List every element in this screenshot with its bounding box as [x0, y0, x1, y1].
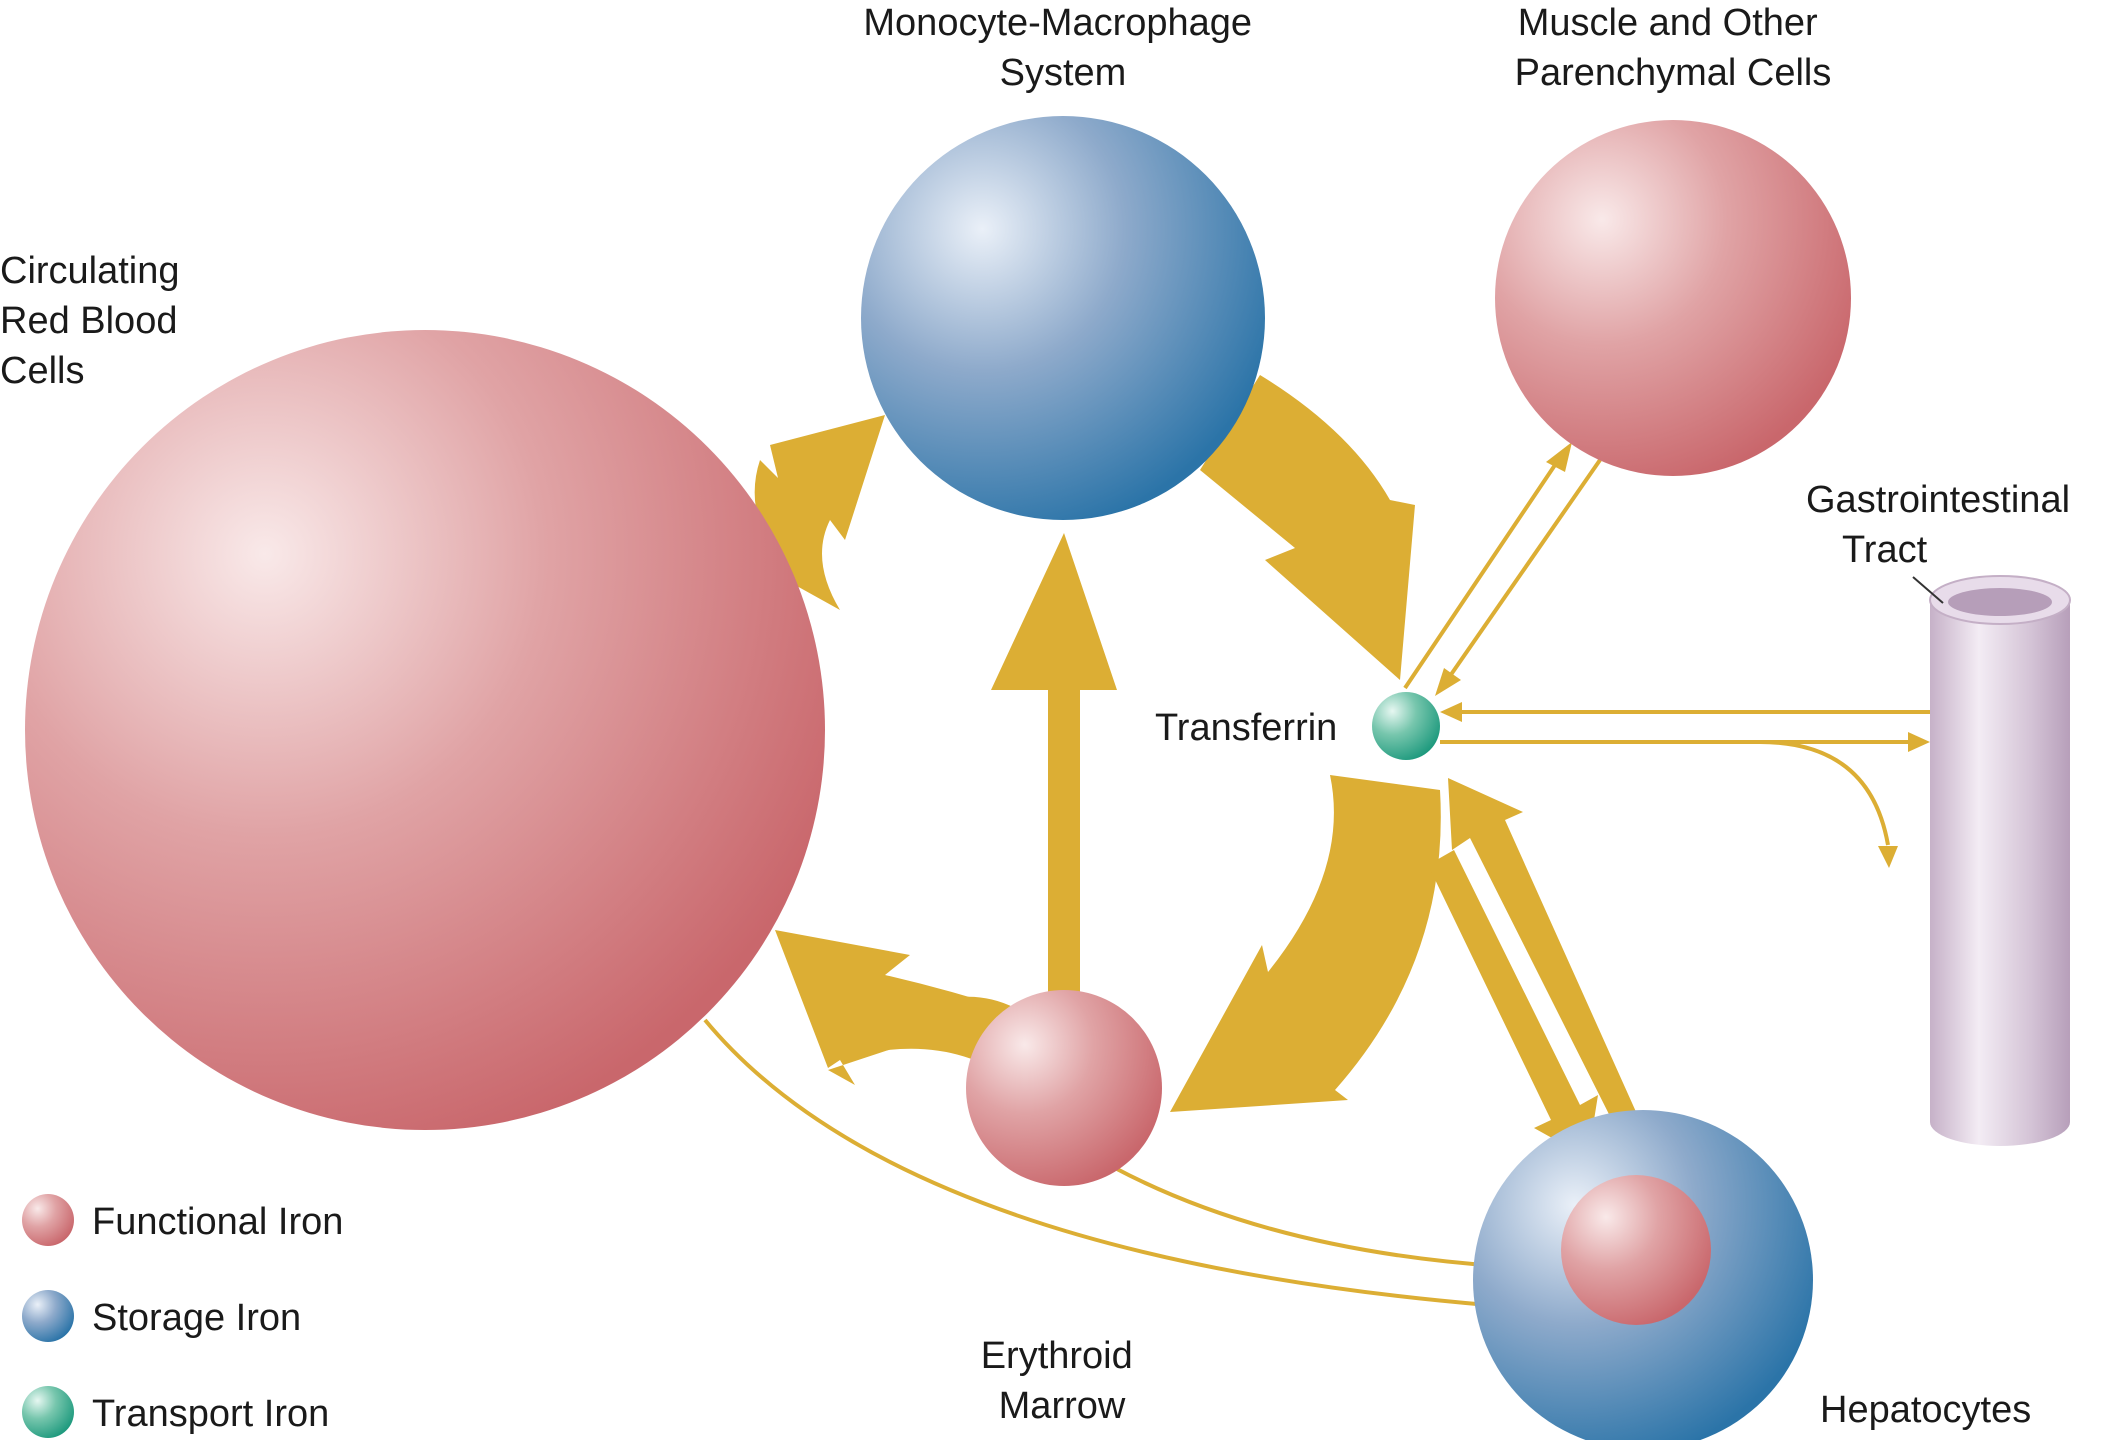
node-rbc	[25, 330, 825, 1130]
label-gi-tract: Gastrointestinal Tract	[1806, 479, 2081, 571]
label-rbc: Circulating Red Blood Cells	[0, 250, 190, 392]
arrow-rbc-to-hepatocytes	[703, 1018, 1489, 1307]
arrow-head	[1435, 668, 1461, 696]
arrow-head	[1908, 732, 1930, 752]
gi-tract-tube	[1912, 575, 2071, 1146]
node-hepatocytes-functional	[1561, 1175, 1711, 1325]
arrow-macrophage-to-transferrin	[1200, 375, 1415, 680]
thick-arrows	[754, 375, 1650, 1158]
node-muscle	[1495, 120, 1851, 476]
gi-label-leader	[1912, 576, 1944, 604]
arrow-iron-loss	[1759, 740, 1890, 846]
legend: Functional Iron Storage Iron Transport I…	[22, 1194, 343, 1438]
arrow-head	[1878, 846, 1898, 868]
arrow-head	[1440, 702, 1462, 722]
arrow-transferrin-to-hepatocytes	[1428, 850, 1598, 1158]
label-hepatocytes: Hepatocytes	[1820, 1389, 2031, 1431]
legend-label-storage: Storage Iron	[92, 1297, 301, 1339]
legend-swatch-functional	[22, 1194, 74, 1246]
arrow-transferrin-to-muscle	[1403, 460, 1559, 690]
arrow-marrow-to-rbc-body	[775, 930, 1018, 1080]
legend-label-transport: Transport Iron	[92, 1393, 329, 1435]
arrow-transferrin-to-marrow	[1170, 775, 1441, 1112]
label-marrow: Erythroid Marrow	[981, 1335, 1144, 1427]
thin-arrows	[703, 442, 1930, 1316]
node-macrophage	[861, 116, 1265, 520]
arrow-marrow-to-hepatocytes	[1114, 1166, 1499, 1268]
label-muscle: Muscle and Other Parenchymal Cells	[1515, 2, 1832, 94]
arrow-hepatocytes-to-transferrin	[1448, 778, 1650, 1150]
node-marrow	[966, 990, 1162, 1186]
arrow-head	[1546, 442, 1572, 472]
node-transferrin	[1372, 692, 1440, 760]
legend-swatch-transport	[22, 1386, 74, 1438]
label-transferrin: Transferrin	[1155, 707, 1337, 749]
legend-label-functional: Functional Iron	[92, 1201, 343, 1243]
arrow-marrow-to-macrophage	[991, 533, 1117, 992]
legend-swatch-storage	[22, 1290, 74, 1342]
arrow-muscle-to-transferrin	[1448, 458, 1602, 678]
label-macrophage: Monocyte-Macrophage System	[863, 2, 1262, 94]
